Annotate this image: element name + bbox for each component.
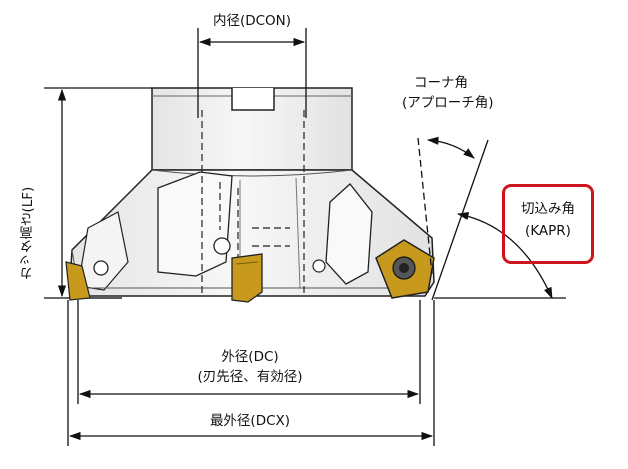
diameter-dimensions: [67, 300, 435, 446]
dcx-label: 最外径(DCX): [209, 413, 291, 429]
kapr-label: 切込み角: [521, 201, 575, 217]
kapr-code-label: (KAPR): [525, 223, 571, 239]
hidden-bore-lines: [201, 110, 305, 296]
dcon-dimension: [197, 28, 307, 118]
cutter-shank: [151, 87, 353, 171]
approach-angle-label: (アプローチ角): [402, 95, 494, 111]
kapr-highlight-box: [502, 184, 594, 264]
dcon-label: 内径(DCON): [212, 13, 292, 29]
cutter-body: [66, 169, 435, 299]
cutting-insert-right: [375, 239, 435, 299]
lf-label: カッタ高さ(LF): [20, 186, 36, 280]
corner-angle-label: コーナ角: [414, 75, 468, 91]
lf-dimension: [44, 87, 152, 299]
dc-label: 外径(DC): [221, 349, 279, 365]
cutting-insert-center: [231, 253, 263, 303]
cutting-insert-left: [65, 261, 91, 301]
dc-subtitle-label: (刃先径、有効径): [197, 369, 303, 385]
angle-construction: [417, 136, 553, 301]
